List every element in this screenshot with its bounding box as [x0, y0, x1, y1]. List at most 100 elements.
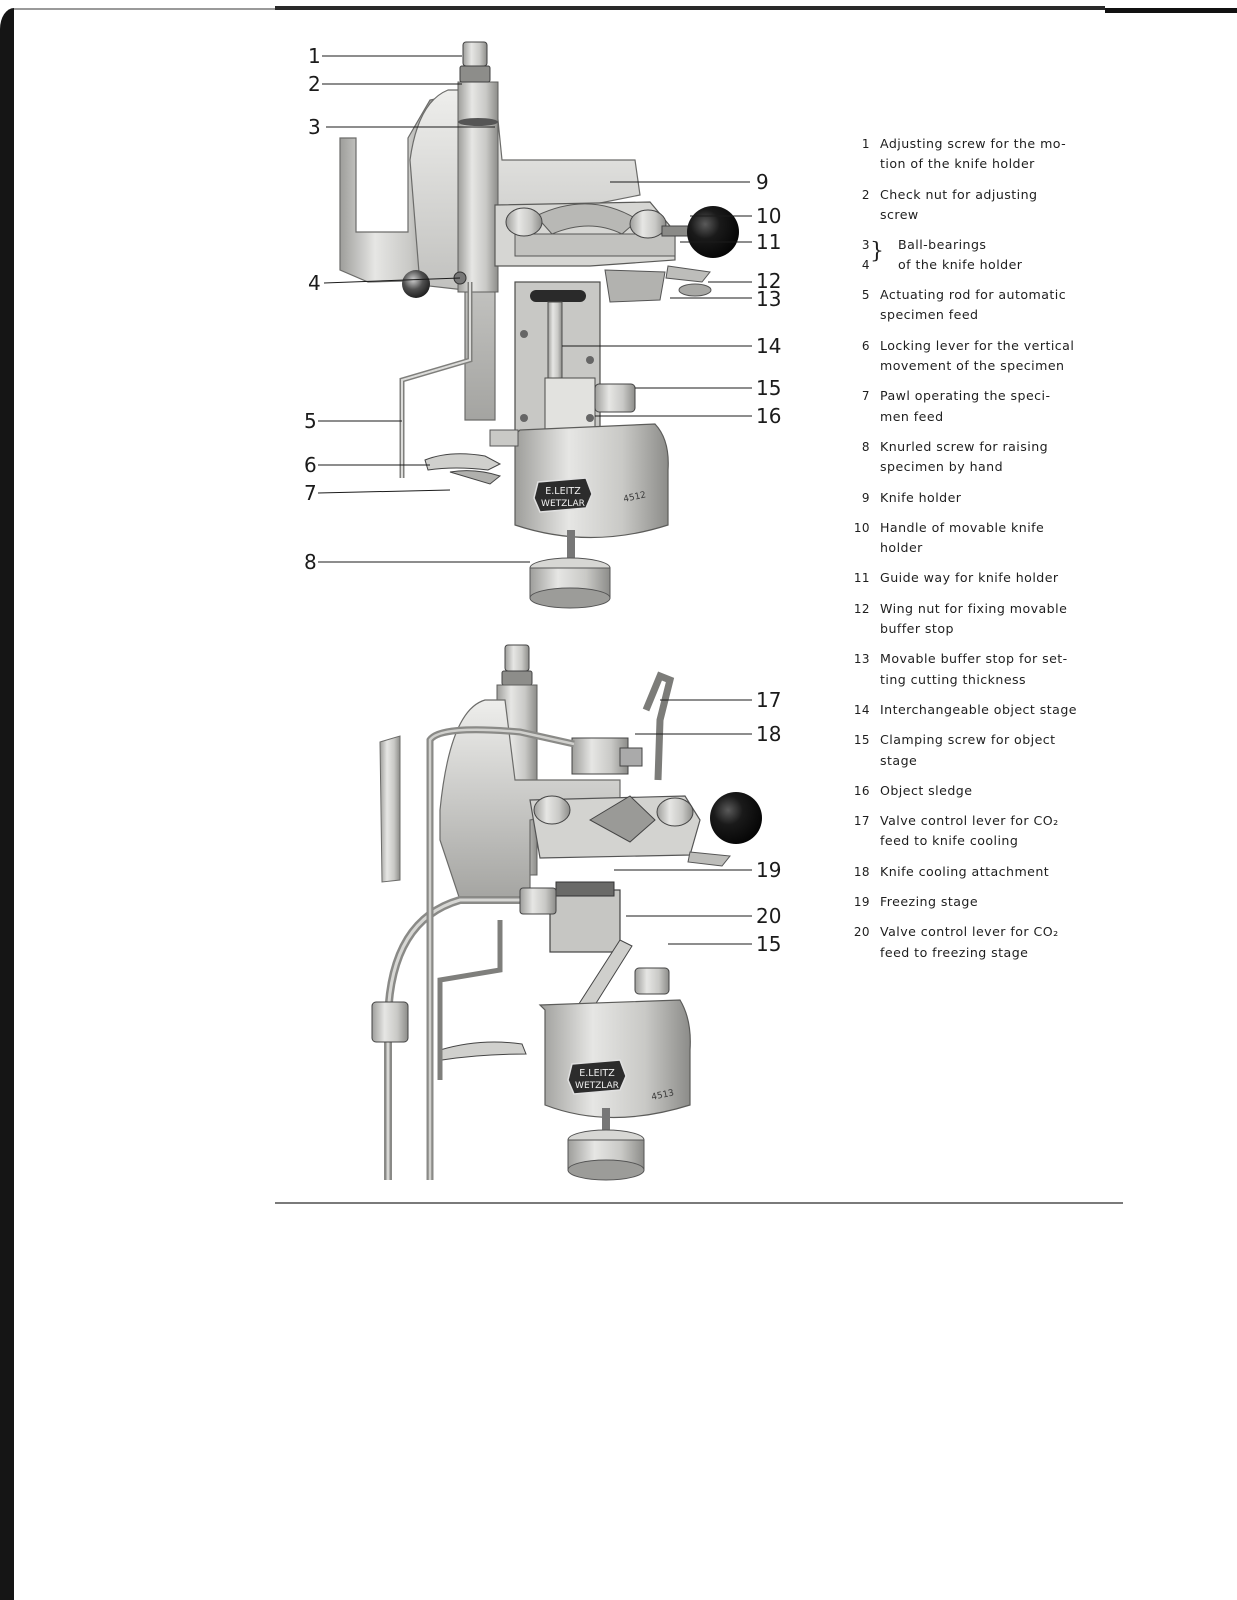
legend-num: 8: [861, 439, 870, 454]
legend-num: 20: [853, 925, 870, 940]
bottom-view: E.LEITZ WETZLAR 4513: [371, 644, 762, 1181]
legend-line: Ball-bearings: [898, 237, 987, 253]
legend-num: 4: [861, 258, 870, 273]
legend-item-7: 7 Pawl operating the speci- men feed: [850, 386, 1082, 427]
callout-20: 20: [756, 904, 781, 928]
legend-line: tion of the knife holder: [880, 156, 1035, 172]
legend-num: 7: [861, 389, 870, 404]
legend-line: feed to freezing stage: [880, 944, 1029, 960]
legend-item-6: 6 Locking lever for the vertical movemen…: [850, 336, 1082, 377]
legend-item-13: 13 Movable buffer stop for set- ting cut…: [850, 649, 1082, 690]
callout-11: 11: [756, 230, 781, 254]
legend-num: 3: [861, 238, 870, 253]
legend-item-12: 12 Wing nut for fixing movable buffer st…: [850, 599, 1082, 640]
legend-line: men feed: [880, 408, 944, 424]
page-bottom-rule: [275, 1202, 1123, 1204]
callout-19: 19: [756, 858, 781, 882]
callout-4: 4: [308, 271, 321, 295]
legend-num: 10: [853, 520, 870, 535]
legend-line: Clamping screw for object: [880, 732, 1056, 748]
legend-line: holder: [880, 540, 923, 556]
legend-line: Knife cooling attachment: [880, 863, 1050, 879]
legend-num: 5: [861, 288, 870, 303]
legend-num: 12: [853, 601, 870, 616]
legend-num: 16: [853, 783, 870, 798]
legend-line: Handle of movable knife: [880, 519, 1045, 535]
legend-item-18: 18 Knife cooling attachment: [850, 862, 1082, 882]
legend-line: Pawl operating the speci-: [880, 388, 1051, 404]
callout-15: 15: [756, 376, 781, 400]
legend-line: specimen by hand: [880, 459, 1004, 475]
legend-item-16: 16 Object sledge: [850, 781, 1082, 801]
legend-line: screw: [880, 206, 919, 222]
legend-num: 6: [861, 338, 870, 353]
callout-2: 2: [308, 72, 321, 96]
callout-9: 9: [756, 170, 769, 194]
legend-item-9: 9 Knife holder: [850, 488, 1082, 508]
callouts: [317, 55, 752, 945]
legend-line: of the knife holder: [898, 257, 1023, 273]
top-view: E.LEITZ WETZLAR 4512: [339, 41, 739, 609]
legend-item-5: 5 Actuating rod for automatic specimen f…: [850, 285, 1082, 326]
legend-num: 13: [853, 652, 870, 667]
callout-6: 6: [304, 453, 317, 477]
legend-num: 2: [861, 187, 870, 202]
legend-line: feed to knife cooling: [880, 833, 1019, 849]
legend-line: Valve control lever for CO₂: [880, 813, 1059, 829]
badge-top-line2: WETZLAR: [541, 499, 585, 509]
callout-numbers: 1 2 3 4 5 6 7 8 9 10 11 12 13 14 15 16 1…: [304, 44, 781, 956]
legend-item-17: 17 Valve control lever for CO₂ feed to k…: [850, 811, 1082, 852]
legend-line: Check nut for adjusting: [880, 186, 1038, 202]
legend-line: Interchangeable object stage: [880, 701, 1077, 717]
legend-item-15: 15 Clamping screw for object stage: [850, 730, 1082, 771]
legend-line: ting cutting thickness: [880, 671, 1027, 687]
callout-12: 12: [756, 269, 781, 293]
badge-bottom-line1: E.LEITZ: [579, 1068, 615, 1079]
legend-line: Wing nut for fixing movable: [880, 600, 1068, 616]
legend-line: Locking lever for the vertical: [880, 337, 1075, 353]
legend-num: 17: [853, 814, 870, 829]
legend-line: stage: [880, 752, 918, 768]
legend-line: Knife holder: [880, 489, 962, 505]
legend-num: 1: [861, 137, 870, 151]
callout-13: 13: [756, 287, 781, 311]
badge-top-line1: E.LEITZ: [545, 486, 581, 497]
callout-5: 5: [304, 409, 317, 433]
legend-item-3-4: 3 4 } Ball-bearings of the knife holder: [850, 235, 1082, 275]
microtome-figure: E.LEITZ WETZLAR 4512: [290, 20, 820, 1190]
badge-top-model: 4512: [623, 490, 647, 505]
legend-num: 9: [861, 490, 870, 505]
legend-line: Valve control lever for CO₂: [880, 924, 1059, 940]
callout-8: 8: [304, 550, 317, 574]
legend-line: Actuating rod for automatic: [880, 287, 1067, 303]
callout-17: 17: [756, 688, 781, 712]
legend-line: Guide way for knife holder: [880, 570, 1059, 586]
legend-line: Object sledge: [880, 782, 973, 798]
legend-item-10: 10 Handle of movable knife holder: [850, 518, 1082, 559]
legend-num: 19: [853, 895, 870, 910]
scan-edge-top-dark: [275, 6, 1105, 10]
legend-line: Adjusting screw for the mo-: [880, 136, 1067, 151]
callout-10: 10: [756, 204, 781, 228]
legend-line: Freezing stage: [880, 894, 979, 910]
parts-legend: 1 Adjusting screw for the mo- tion of th…: [850, 134, 1082, 963]
legend-num: 15: [853, 733, 870, 748]
legend-line: movement of the specimen: [880, 358, 1065, 374]
callout-18: 18: [756, 722, 781, 746]
callout-14: 14: [756, 334, 781, 358]
microtome-illustration: E.LEITZ WETZLAR 4512: [304, 41, 781, 1181]
legend-pair-text: Ball-bearings of the knife holder: [898, 235, 1022, 276]
callout-1: 1: [308, 44, 321, 68]
badge-bottom-line2: WETZLAR: [575, 1081, 619, 1091]
callout-15-bottom: 15: [756, 932, 781, 956]
badge-bottom-model: 4513: [651, 1088, 675, 1103]
legend-item-14: 14 Interchangeable object stage: [850, 700, 1082, 720]
legend-num: 18: [853, 864, 870, 879]
scan-edge-left: [0, 8, 14, 1600]
legend-line: Movable buffer stop for set-: [880, 651, 1068, 667]
legend-num: 14: [853, 702, 870, 717]
callout-7: 7: [304, 481, 317, 505]
legend-line: buffer stop: [880, 621, 954, 637]
legend-item-11: 11 Guide way for knife holder: [850, 568, 1082, 588]
brace-icon: }: [870, 239, 885, 265]
